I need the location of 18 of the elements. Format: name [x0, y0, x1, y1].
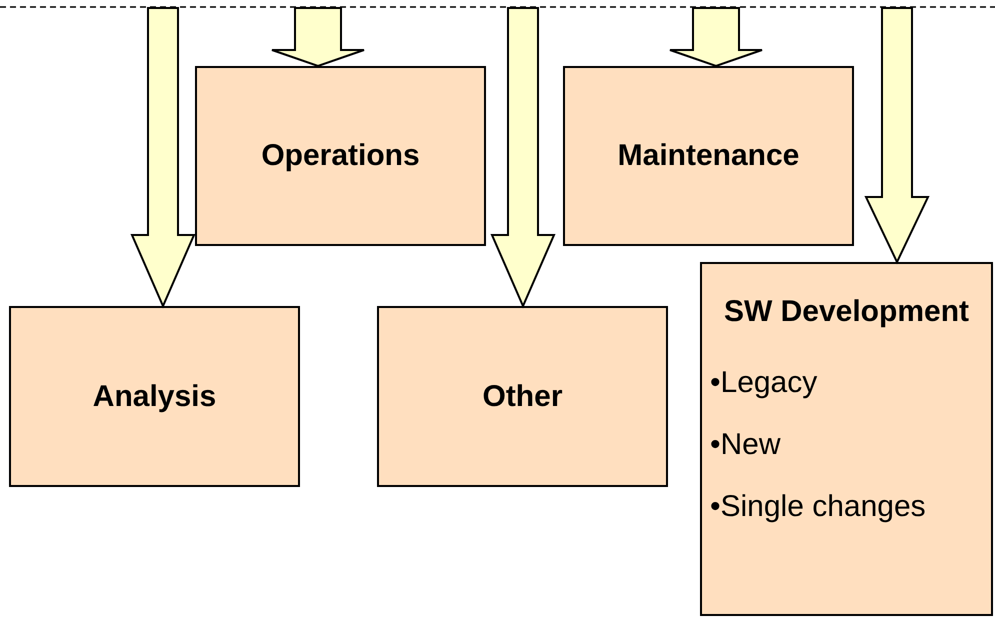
process-box — [563, 66, 854, 246]
block-arrow — [490, 7, 556, 308]
block-arrow — [669, 7, 763, 68]
bullet-item: •Single changes — [710, 490, 926, 524]
block-arrow — [864, 7, 930, 264]
block-arrow — [271, 7, 365, 68]
process-box — [700, 262, 993, 616]
box-title: Analysis — [92, 378, 216, 414]
process-box — [9, 306, 300, 487]
bullet-item: •Legacy — [710, 366, 818, 400]
box-title: SW Development — [724, 294, 970, 330]
box-title: Maintenance — [618, 138, 800, 174]
process-box — [195, 66, 486, 246]
box-title: Other — [482, 378, 562, 414]
bullet-item: •New — [710, 428, 781, 462]
box-title: Operations — [261, 138, 420, 174]
block-arrow — [130, 7, 196, 308]
process-box — [377, 306, 668, 487]
